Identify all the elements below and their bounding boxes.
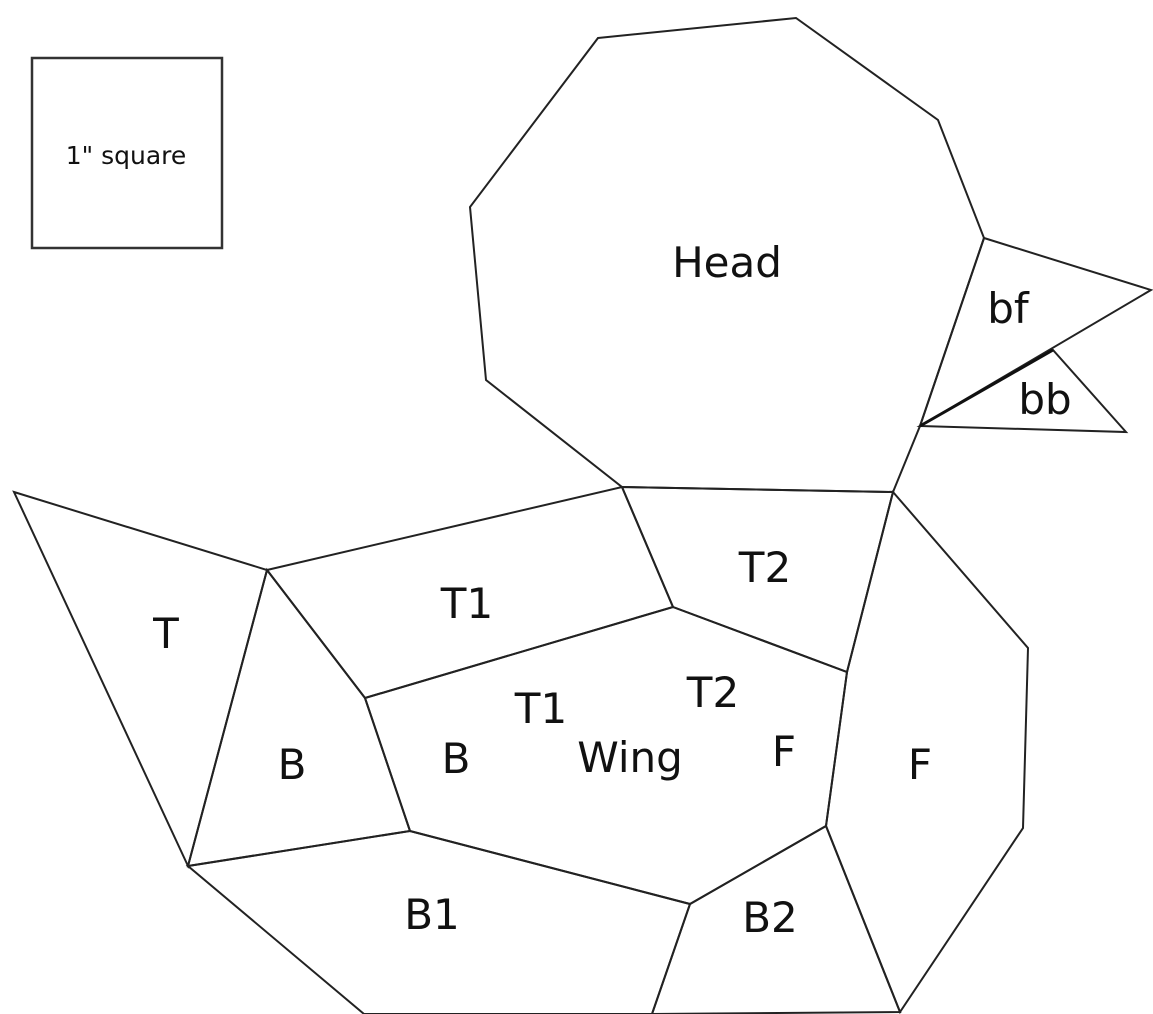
tail-piece xyxy=(12,490,269,869)
beak-back-label: bb xyxy=(1018,375,1071,424)
tail-bottom-piece xyxy=(186,567,412,868)
beak-seam xyxy=(919,348,1054,428)
body-bottom-2-label: B2 xyxy=(742,893,798,942)
scale-square-label: 1" square xyxy=(66,141,187,170)
tail-bottom-label: B xyxy=(278,740,307,789)
beak-front-label: bf xyxy=(987,284,1030,333)
scale-square xyxy=(30,56,224,250)
beak-front-piece xyxy=(918,236,1153,429)
head-piece xyxy=(468,16,986,494)
wing-label: Wing xyxy=(577,733,683,782)
body-top-1-label: T1 xyxy=(440,579,493,628)
body-front-label: F xyxy=(908,740,932,789)
body-top-2-label: T2 xyxy=(738,543,791,592)
head-label: Head xyxy=(672,238,782,287)
wing-front-label: F xyxy=(772,727,796,776)
body-bottom-1-label: B1 xyxy=(404,890,460,939)
body-bottom-2-piece xyxy=(650,824,902,1014)
wing-top-2-label: T2 xyxy=(686,668,739,717)
wing-bottom-label: B xyxy=(442,734,471,783)
wing-top-1-label: T1 xyxy=(514,684,567,733)
tail-label: T xyxy=(152,609,179,658)
